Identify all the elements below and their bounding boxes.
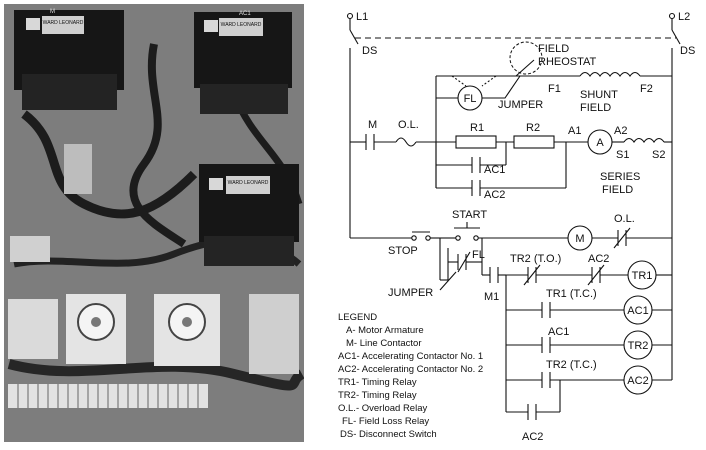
svg-text:WARD LEONARD: WARD LEONARD [228, 180, 269, 186]
legend-item: A- Motor Armature [346, 325, 424, 336]
contactor-ac1: WARD LEONARD AC1 [194, 11, 292, 114]
svg-text:S1: S1 [616, 149, 629, 161]
shunt-field-label: SHUNT [580, 89, 618, 101]
svg-text:AC1: AC1 [548, 326, 569, 338]
svg-text:AC2: AC2 [484, 189, 505, 201]
svg-text:S2: S2 [652, 149, 665, 161]
svg-text:STOP: STOP [388, 245, 418, 257]
legend-item: M- Line Contactor [346, 338, 422, 349]
nameplate [226, 176, 270, 194]
timing-relay-tr1 [66, 294, 126, 364]
svg-text:F1: F1 [548, 83, 561, 95]
svg-text:FL: FL [464, 93, 477, 105]
svg-text:DS: DS [680, 45, 695, 57]
disconnect-switch-ds-l2 [671, 29, 681, 45]
svg-text:A: A [596, 137, 604, 149]
svg-text:O.L.: O.L. [614, 213, 635, 225]
svg-text:M1: M1 [484, 291, 499, 303]
field-rheostat-label: FIELD [538, 43, 569, 55]
svg-text:FIELD: FIELD [602, 184, 633, 196]
svg-text:TR2 (T.C.): TR2 (T.C.) [546, 359, 597, 371]
legend: LEGEND A- Motor Armature M- Line Contact… [338, 312, 483, 440]
shunt-field-coil [579, 71, 641, 77]
nameplate [219, 18, 263, 36]
svg-text:AC2: AC2 [588, 253, 609, 265]
overload-relay [64, 144, 92, 194]
svg-text:M: M [368, 119, 377, 131]
fuse-block [8, 299, 58, 359]
svg-text:L2: L2 [678, 11, 690, 23]
svg-text:AC1: AC1 [239, 11, 251, 17]
svg-text:TR2 (T.O.): TR2 (T.O.) [510, 253, 561, 265]
svg-text:AC2: AC2 [522, 431, 543, 443]
timing-relay-tr2 [154, 294, 220, 366]
series-field-coil [623, 137, 665, 143]
svg-text:TR1 (T.C.): TR1 (T.C.) [546, 288, 597, 300]
terminal-block [10, 236, 50, 262]
svg-text:WARD LEONARD: WARD LEONARD [221, 22, 262, 28]
legend-item: O.L.- Overload Relay [338, 403, 427, 414]
jumper-label-bottom: JUMPER [388, 287, 433, 299]
wire-bundle [129, 43, 187, 248]
resistor-r2 [513, 135, 555, 149]
nameplate [42, 16, 84, 34]
svg-text:F2: F2 [640, 83, 653, 95]
svg-text:AC2: AC2 [627, 375, 648, 387]
svg-text:A1: A1 [568, 125, 581, 137]
svg-text:O.L.: O.L. [398, 119, 419, 131]
svg-text:M: M [575, 233, 584, 245]
legend-item: TR1- Timing Relay [338, 377, 417, 388]
ds-label: DS [362, 45, 377, 57]
svg-text:A2: A2 [614, 125, 627, 137]
relay-block [249, 294, 299, 374]
svg-text:RHEOSTAT: RHEOSTAT [538, 56, 597, 68]
supply-l1: L1 DS [346, 11, 377, 60]
supply-l2: L2 DS [668, 11, 695, 60]
legend-item: AC2- Accelerating Contactor No. 2 [338, 364, 483, 375]
legend-item: FL- Field Loss Relay [342, 416, 429, 427]
legend-item: AC1- Accelerating Contactor No. 1 [338, 351, 483, 362]
disconnect-switch-ds [349, 29, 359, 45]
wire-bundle [7, 359, 304, 391]
contactor-ac2: WARD LEONARD [199, 164, 299, 266]
contact-ac2-nc [587, 264, 605, 286]
panel-photo: WARD LEONARD M WARD LEONARD AC1 WARD LEO… [4, 4, 304, 442]
svg-text:R2: R2 [526, 122, 540, 134]
legend-item: TR2- Timing Relay [338, 390, 417, 401]
svg-text:AC1: AC1 [484, 164, 505, 176]
svg-text:WARD LEONARD: WARD LEONARD [43, 20, 84, 26]
legend-item: DS- Disconnect Switch [340, 429, 437, 440]
field-rheostat [509, 41, 543, 75]
svg-text:M: M [50, 9, 55, 15]
resistor-r1 [455, 135, 497, 149]
svg-text:START: START [452, 209, 487, 221]
svg-text:TR2: TR2 [628, 340, 649, 352]
svg-text:L1: L1 [356, 11, 368, 23]
series-field-label: SERIES [600, 171, 640, 183]
contactor-m: WARD LEONARD M [14, 9, 124, 110]
overload-heater [395, 137, 417, 147]
svg-text:FL: FL [472, 249, 485, 261]
legend-title: LEGEND [338, 312, 377, 323]
contact-tr2-to [523, 264, 541, 286]
svg-text:TR1: TR1 [632, 270, 653, 282]
overload-contact [613, 227, 631, 249]
jumper-label-top: JUMPER [498, 99, 543, 111]
svg-text:AC1: AC1 [627, 305, 648, 317]
svg-text:R1: R1 [470, 122, 484, 134]
svg-text:FIELD: FIELD [580, 102, 611, 114]
wire-bundle [21, 110, 198, 219]
